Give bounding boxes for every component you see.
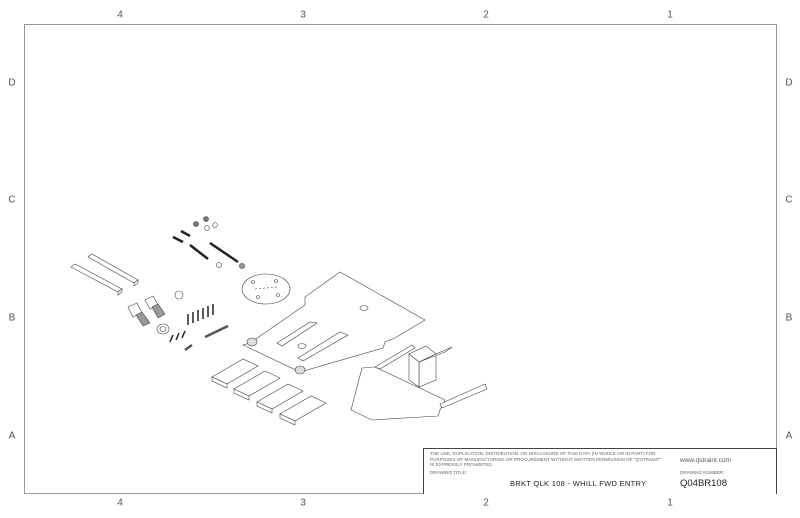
nuts-washers [193, 216, 245, 269]
zone-row-right-c: C [785, 194, 793, 206]
zone-row-left-b: B [8, 312, 16, 324]
zone-col-top-1: 1 [667, 9, 673, 21]
zone-row-left-d: D [8, 77, 16, 89]
zone-row-right-a: A [785, 430, 793, 442]
zone-col-bottom-4: 4 [117, 497, 123, 509]
drawing-border [24, 24, 777, 494]
main-mounting-plate [242, 271, 426, 375]
zone-col-bottom-3: 3 [300, 497, 306, 509]
company-website: www.qstraint.com [680, 457, 731, 464]
round-plate [241, 273, 291, 305]
zone-row-right-d: D [785, 77, 793, 89]
drawing-title: BRKT QLK 108 - WHILL FWD ENTRY [510, 479, 647, 488]
zone-col-bottom-2: 2 [483, 497, 489, 509]
small-screws [169, 304, 214, 343]
rubber-pad-4 [279, 395, 327, 426]
rubber-pad-3 [256, 383, 304, 414]
drawing-title-label: DRAWING TITLE: [430, 470, 468, 475]
strap-bar-1 [87, 253, 139, 287]
title-block: THE USE, DUPLICATION, DISTRIBUTION, OR D… [423, 448, 777, 494]
strap-bar-2 [70, 263, 123, 296]
rubber-pad-1 [211, 358, 259, 389]
spacer-roller [156, 323, 170, 335]
zone-row-left-c: C [8, 194, 16, 206]
shoulder-bolt-2 [127, 302, 151, 327]
long-bolts [172, 229, 239, 264]
copyright-notice: THE USE, DUPLICATION, DISTRIBUTION, OR D… [430, 451, 662, 467]
cap-nut [174, 290, 184, 300]
side-bracket [350, 344, 488, 421]
zone-col-top-3: 3 [300, 9, 306, 21]
zone-col-top-2: 2 [483, 9, 489, 21]
drawing-number: Q04BR108 [680, 478, 728, 489]
zone-row-left-a: A [8, 430, 16, 442]
rubber-pad-2 [233, 370, 281, 401]
shoulder-bolt-1 [144, 295, 166, 319]
drawing-number-label: DRAWING NUMBER: [680, 470, 725, 475]
washer-row [184, 324, 229, 352]
zone-row-right-b: B [785, 312, 793, 324]
zone-col-top-4: 4 [117, 9, 123, 21]
zone-col-bottom-1: 1 [667, 497, 673, 509]
